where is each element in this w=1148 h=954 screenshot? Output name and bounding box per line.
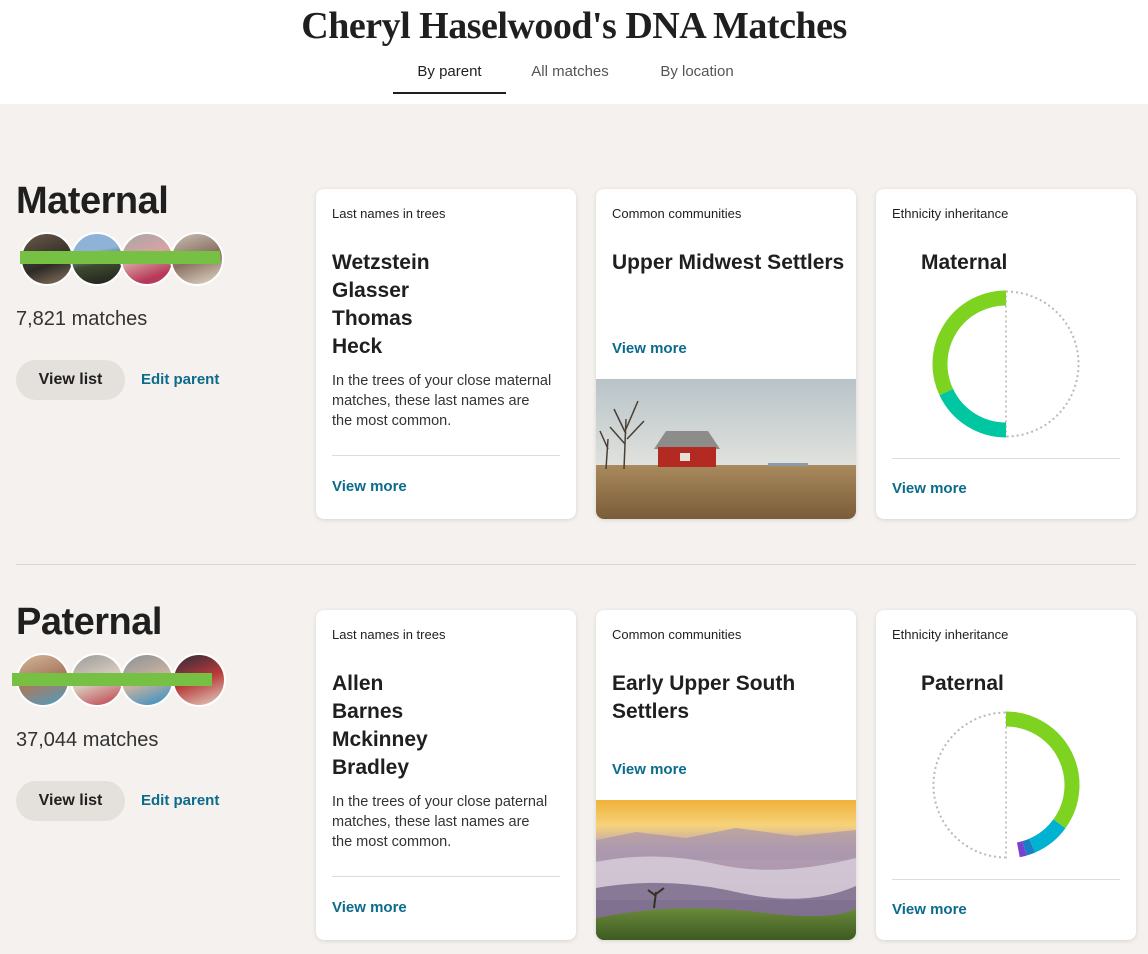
- view-more-link[interactable]: View more: [892, 480, 967, 497]
- avatar-group[interactable]: [12, 653, 226, 709]
- ethnicity-title: Paternal: [921, 672, 1004, 695]
- section-title: Paternal: [16, 601, 162, 643]
- card-description: In the trees of your close maternal matc…: [332, 373, 552, 429]
- last-name: Mckinney: [332, 728, 428, 751]
- avatar-group[interactable]: [20, 232, 230, 288]
- community-image-mountains[interactable]: [596, 800, 856, 940]
- card-description: In the trees of your close paternal matc…: [332, 794, 548, 850]
- ethnicity-card: Ethnicity inheritance Paternal View more: [876, 610, 1136, 940]
- card-label: Last names in trees: [332, 627, 446, 642]
- view-more-link[interactable]: View more: [892, 901, 967, 918]
- last-names-card: Last names in trees Wetzstein Glasser Th…: [316, 189, 576, 519]
- redaction-bar: [12, 673, 212, 686]
- last-name: Thomas: [332, 307, 413, 330]
- view-more-link[interactable]: View more: [332, 899, 407, 916]
- match-count: 37,044 matches: [16, 729, 159, 751]
- last-name: Heck: [332, 335, 383, 358]
- donut-empty-arc: [932, 711, 1006, 859]
- divider: [892, 458, 1120, 459]
- community-card: Common communities Upper Midwest Settler…: [596, 189, 856, 519]
- last-names-list: Wetzstein Glasser Thomas Heck: [332, 249, 430, 361]
- divider: [332, 455, 560, 456]
- donut-segment-teal: [939, 388, 1007, 438]
- community-card: Common communities Early Upper South Set…: [596, 610, 856, 940]
- donut-segment-purple: [1016, 841, 1027, 858]
- section-title: Maternal: [16, 180, 169, 222]
- last-name: Wetzstein: [332, 251, 430, 274]
- view-more-link[interactable]: View more: [332, 478, 407, 495]
- ethnicity-donut-chart[interactable]: [926, 284, 1086, 444]
- paternal-section: Paternal 37,044 matches View list Edit p…: [0, 601, 1148, 941]
- page-title: Cheryl Haselwood's DNA Matches: [301, 5, 847, 47]
- last-name: Barnes: [332, 700, 404, 723]
- community-image-barn[interactable]: [596, 379, 856, 519]
- card-label: Last names in trees: [332, 206, 446, 221]
- last-names-card: Last names in trees Allen Barnes Mckinne…: [316, 610, 576, 940]
- donut-segment-green: [1005, 711, 1080, 829]
- tab-all-matches[interactable]: All matches: [531, 63, 609, 80]
- divider: [892, 879, 1120, 880]
- donut-segment-cyan: [1028, 819, 1066, 853]
- tab-bar: By parent All matches By location: [0, 60, 1148, 94]
- redaction-bar: [20, 251, 220, 264]
- divider: [332, 876, 560, 877]
- card-label: Common communities: [612, 206, 742, 221]
- tab-by-location[interactable]: By location: [660, 63, 734, 80]
- last-name: Bradley: [332, 756, 410, 779]
- donut-empty-arc: [1006, 290, 1080, 438]
- tab-by-parent[interactable]: By parent: [393, 60, 506, 94]
- match-count: 7,821 matches: [16, 308, 148, 330]
- community-name: Early Upper South Settlers: [612, 672, 796, 723]
- card-label: Ethnicity inheritance: [892, 206, 1009, 221]
- edit-parent-link[interactable]: Edit parent: [141, 792, 220, 809]
- card-label: Ethnicity inheritance: [892, 627, 1009, 642]
- maternal-section: Maternal 7,821 matches View list Edit pa…: [0, 180, 1148, 520]
- community-name: Upper Midwest Settlers: [612, 251, 845, 274]
- ethnicity-title: Maternal: [921, 251, 1008, 274]
- donut-segment-green: [932, 290, 1007, 396]
- donut-segment-blue: [1022, 838, 1036, 856]
- ethnicity-donut-chart[interactable]: [926, 705, 1086, 865]
- last-name: Allen: [332, 672, 384, 695]
- page-header: Cheryl Haselwood's DNA Matches By parent…: [0, 0, 1148, 104]
- view-list-button[interactable]: View list: [16, 781, 125, 821]
- last-names-list: Allen Barnes Mckinney Bradley: [332, 670, 428, 782]
- view-more-link[interactable]: View more: [612, 761, 687, 778]
- last-name: Glasser: [332, 279, 410, 302]
- view-list-button[interactable]: View list: [16, 360, 125, 400]
- section-divider: [16, 564, 1136, 565]
- ethnicity-card: Ethnicity inheritance Maternal View more: [876, 189, 1136, 519]
- card-label: Common communities: [612, 627, 742, 642]
- edit-parent-link[interactable]: Edit parent: [141, 371, 220, 388]
- view-more-link[interactable]: View more: [612, 340, 687, 357]
